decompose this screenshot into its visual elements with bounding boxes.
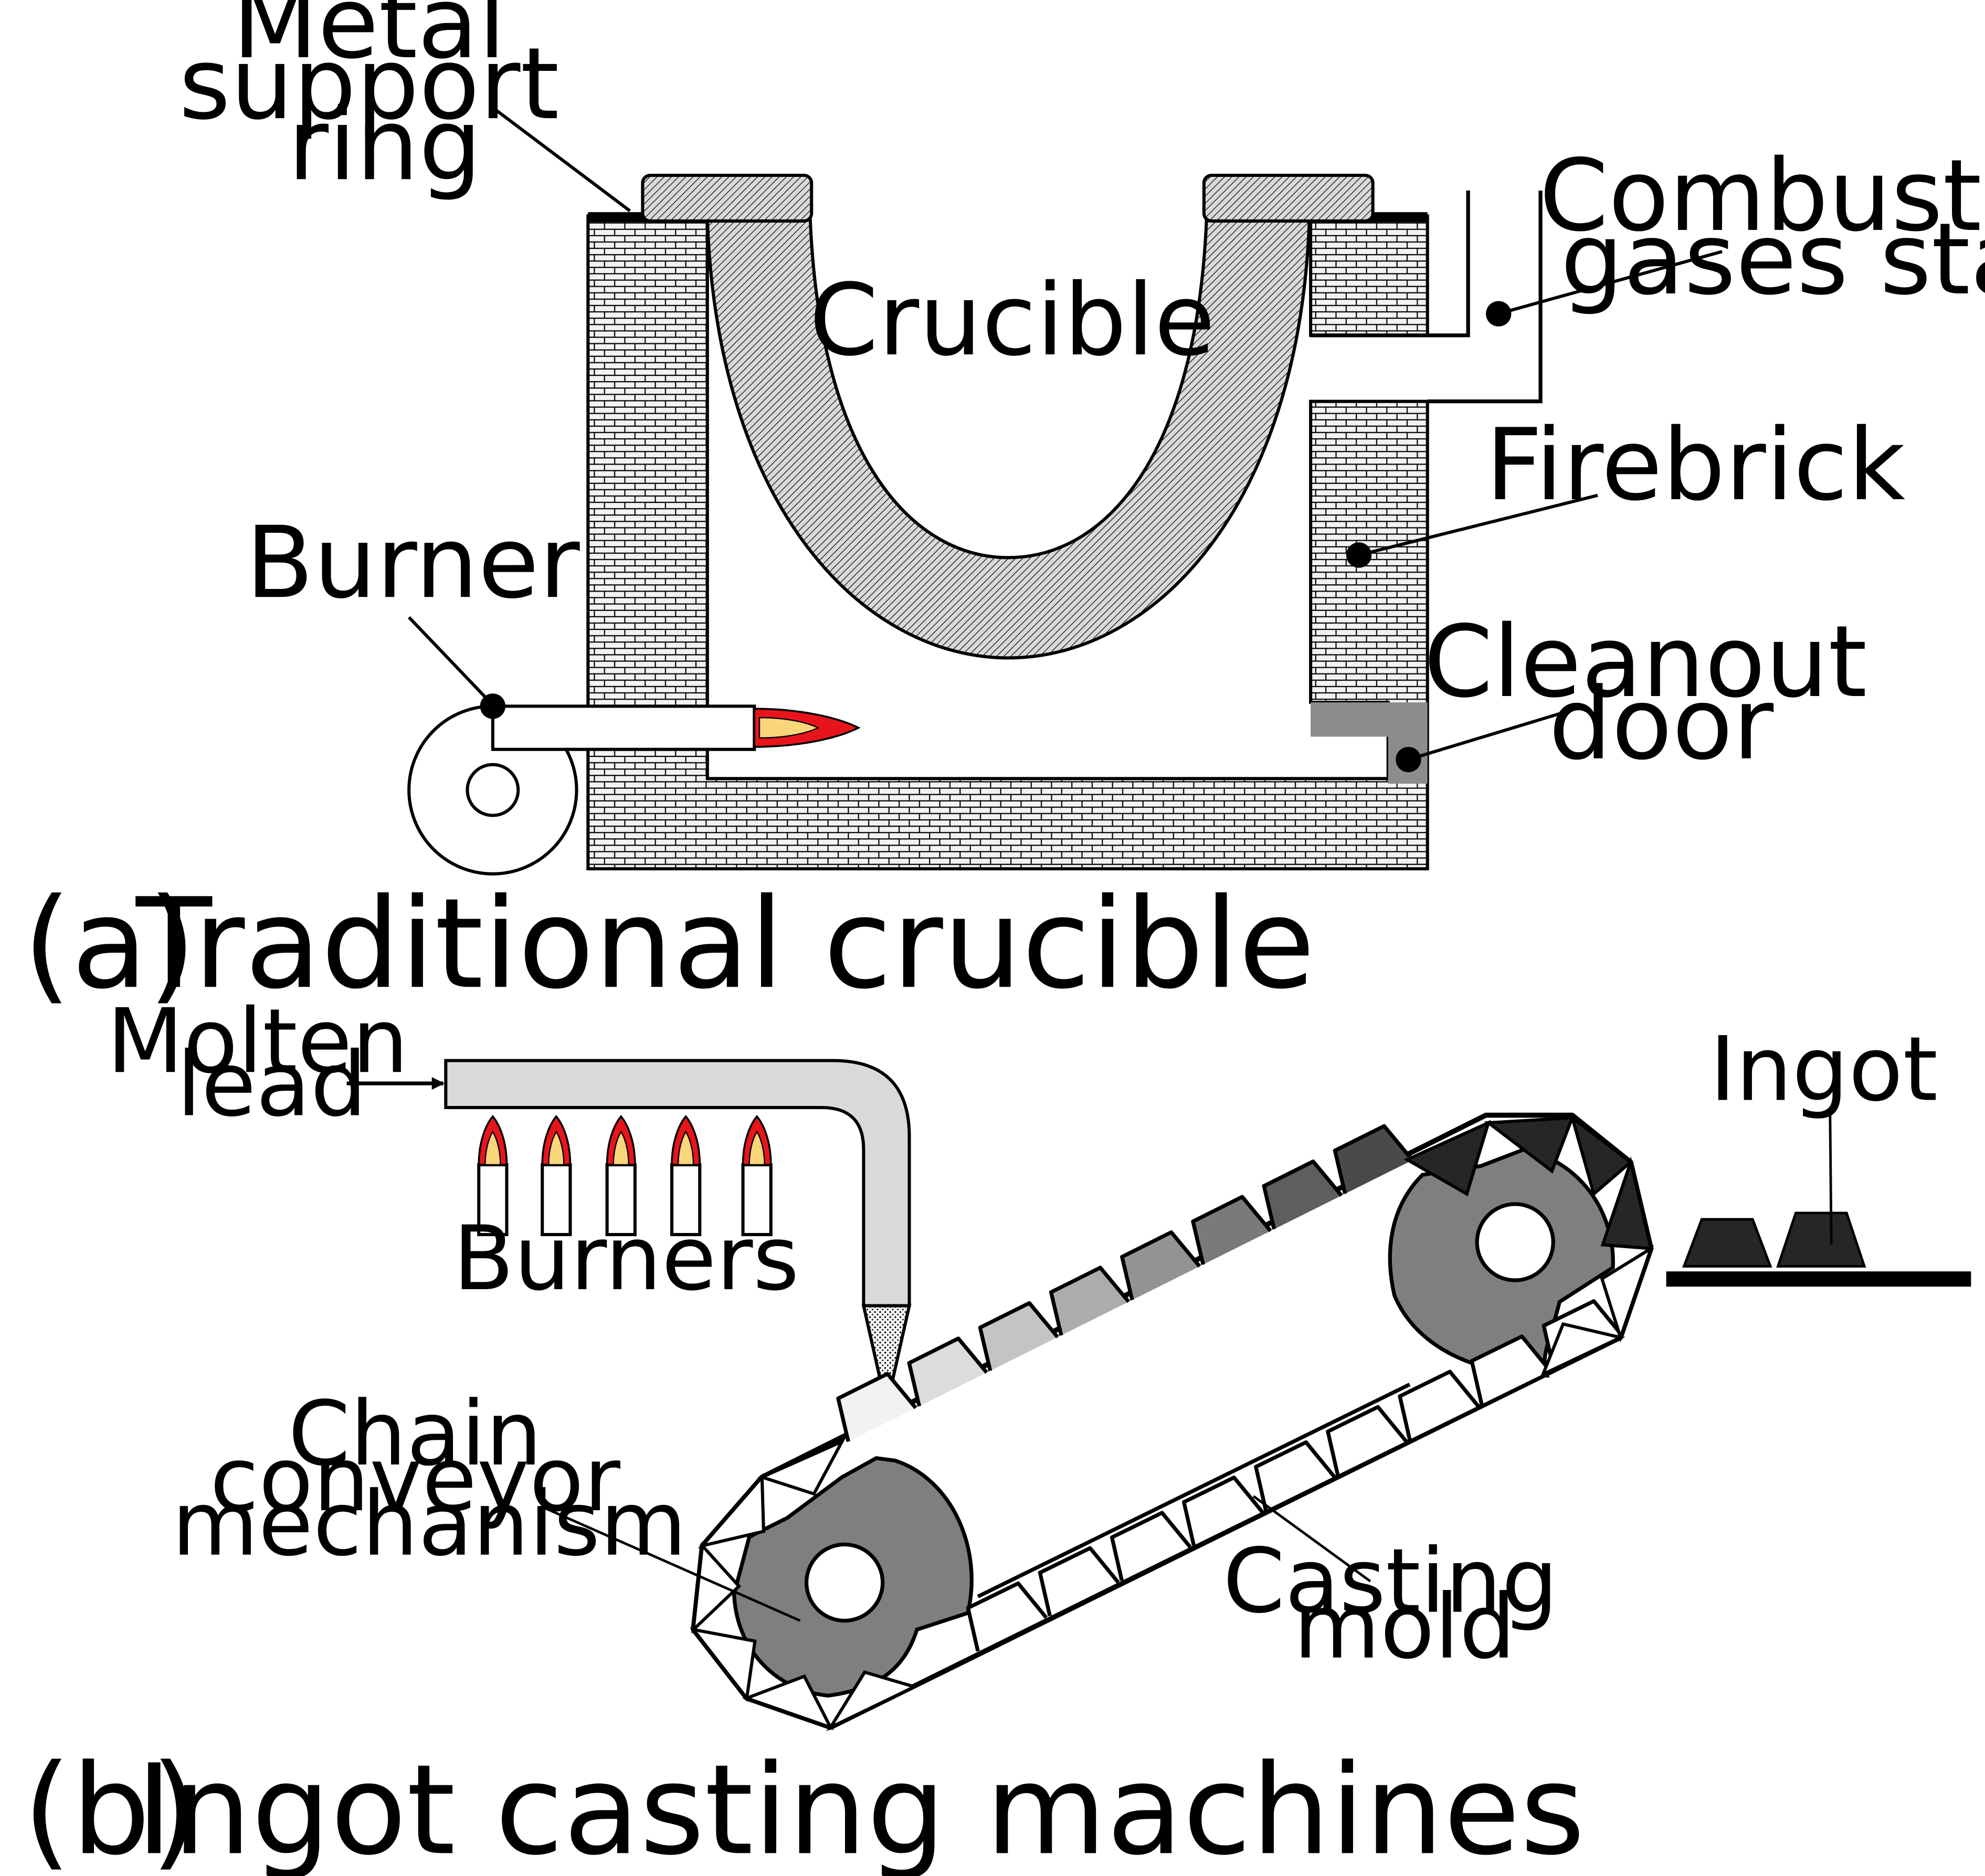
caption-a: (a) Traditional crucible <box>23 871 1315 1016</box>
burner-pointer-dot <box>480 693 506 719</box>
mold-end-left-6 <box>826 1670 919 1732</box>
mold-filled-7 <box>1262 1160 1343 1230</box>
cleanout-pointer-dot <box>1396 746 1421 773</box>
mold-filled-3 <box>978 1301 1059 1372</box>
mold-empty-1 <box>966 1581 1048 1652</box>
mold-end-left-4 <box>689 1627 757 1702</box>
burner-row <box>477 1115 773 1237</box>
ingot-2 <box>1776 1211 1866 1268</box>
mold-filled-1 <box>836 1372 917 1442</box>
ingot-casting-machine <box>346 1059 1971 1732</box>
label-casting-mold: Casting mold <box>1223 1530 1586 1679</box>
mold-end-left-1 <box>757 1438 846 1496</box>
pour-nozzle <box>861 1304 912 1408</box>
label-firebrick: Firebrick <box>1485 407 1905 523</box>
small-burner-4 <box>670 1115 702 1237</box>
mold-dark-1 <box>1403 1120 1491 1197</box>
mold-empty-5 <box>1254 1440 1336 1511</box>
caption-b: (b) Ingot casting machines <box>23 1737 1585 1876</box>
small-burner-3 <box>605 1115 637 1237</box>
burner-fan-hub <box>466 763 520 817</box>
crucible-rim-left <box>641 173 814 223</box>
label-ingot: Ingot <box>1709 1018 1938 1121</box>
casting-molds <box>689 1113 1654 1732</box>
burner-tube <box>491 704 756 751</box>
small-burner-2 <box>541 1115 572 1237</box>
mold-end-right-2 <box>1540 1322 1625 1378</box>
mold-filled-8 <box>1333 1124 1414 1195</box>
mold-dark-2 <box>1484 1116 1575 1174</box>
ingot-1 <box>1682 1218 1772 1268</box>
sprocket-right-hub <box>1475 1202 1555 1282</box>
mold-filled-5 <box>1120 1230 1201 1301</box>
panel-a-dots <box>480 301 1512 773</box>
firebrick-pointer-dot <box>1346 542 1372 568</box>
mold-end-left-3 <box>691 1542 742 1634</box>
label-chain-conveyor-mechanism: Chain conveyor mechanism <box>172 1382 687 1576</box>
mold-filled-2 <box>907 1336 988 1407</box>
label-burner: Burner <box>246 505 580 620</box>
label-burners: Burners <box>453 1207 799 1310</box>
panel-b-leaders <box>540 1112 1833 1622</box>
combustion-gases-stack <box>1311 191 1543 404</box>
molten-lead-pipe <box>444 1059 911 1308</box>
caption-a-title: Traditional crucible <box>135 871 1315 1016</box>
sprocket-left-hub <box>804 1542 885 1623</box>
small-burner-5 <box>741 1115 773 1237</box>
panel-a-leaders <box>407 105 1723 761</box>
mold-end-left-2 <box>698 1473 766 1548</box>
mold-empty-3 <box>1110 1511 1192 1582</box>
label-crucible: Crucible <box>809 262 1216 378</box>
mold-empty-8 <box>1470 1334 1552 1405</box>
mold-dark-4 <box>1600 1156 1653 1250</box>
ingot-output-table <box>1666 1271 1971 1287</box>
mold-empty-4 <box>1182 1475 1264 1546</box>
crucible-rim-right <box>1202 173 1375 223</box>
mold-end-left-5 <box>742 1674 834 1731</box>
mold-filled-6 <box>1191 1195 1272 1266</box>
mold-empty-6 <box>1326 1405 1408 1475</box>
caption-b-title: Ingot casting machines <box>136 1737 1585 1876</box>
burner-flame-core <box>758 716 819 739</box>
label-combustion-gases-stack: Combustion gases stack <box>1539 138 1985 317</box>
label-metal-support-ring: Metal support ring <box>179 0 591 203</box>
label-cleanout-door: Cleanout door <box>1424 604 1899 782</box>
mold-empty-2 <box>1038 1546 1120 1617</box>
mold-dark-3 <box>1569 1113 1633 1197</box>
mold-filled-4 <box>1049 1266 1131 1336</box>
mold-empty-7 <box>1398 1369 1480 1440</box>
small-burner-1 <box>477 1115 509 1237</box>
firebrick-right-upper <box>1309 214 1429 337</box>
caption-b-letter: (b) <box>23 1737 199 1876</box>
crucible-body <box>705 218 1311 660</box>
label-molten-lead: Molten lead <box>107 989 437 1136</box>
stack-pointer-dot <box>1486 301 1512 326</box>
mold-end-right-1 <box>1600 1245 1654 1343</box>
conveyor-inner-run <box>977 1383 1411 1598</box>
caption-a-letter: (a) <box>23 871 196 1016</box>
